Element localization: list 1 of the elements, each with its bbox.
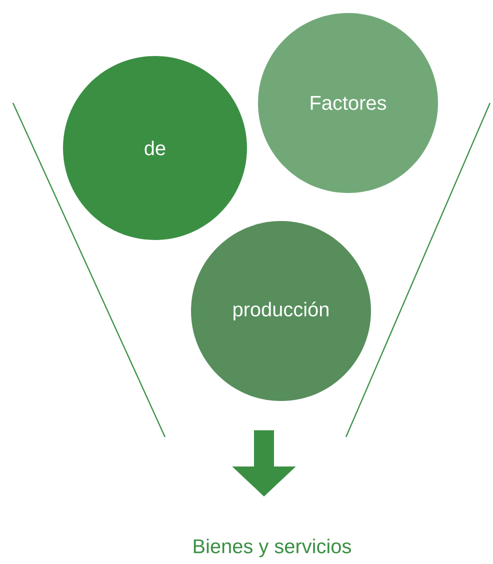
caption-text: Bienes y servicios: [194, 538, 351, 558]
